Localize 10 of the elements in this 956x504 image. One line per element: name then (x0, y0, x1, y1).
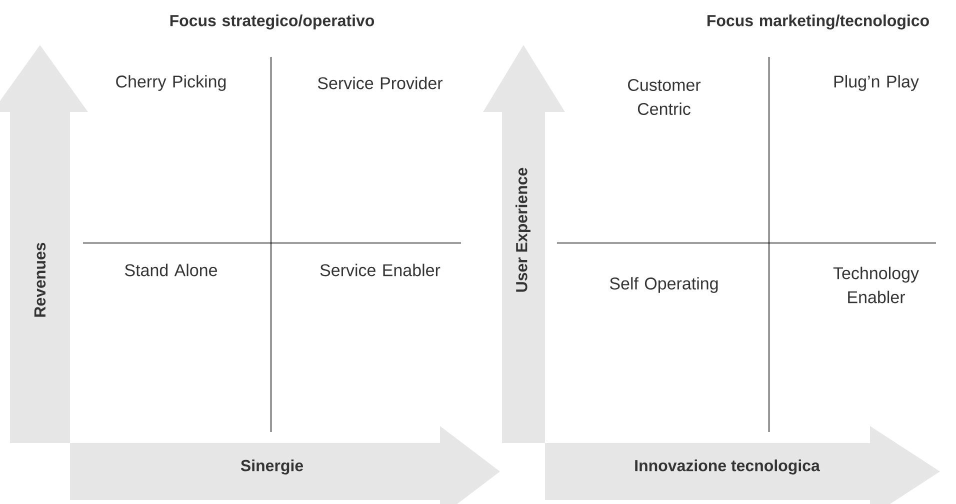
panel-title: Focus marketing/tecnologico (708, 14, 929, 30)
panel-title: Focus strategico/operativo (170, 14, 374, 30)
quadrant-label: Service Enabler (320, 264, 440, 276)
quadrant-label: Cherry Picking (116, 75, 226, 91)
quadrant-label: Customer Centric (628, 78, 701, 116)
quadrant-label: Self Operating (610, 277, 718, 293)
quadrant-label: Plug’n Play (834, 75, 919, 91)
quadrant-label: Technology Enabler (833, 266, 919, 304)
quadrant-label: Service Provider (318, 76, 443, 90)
quadrant-label: Stand Alone (124, 264, 218, 276)
